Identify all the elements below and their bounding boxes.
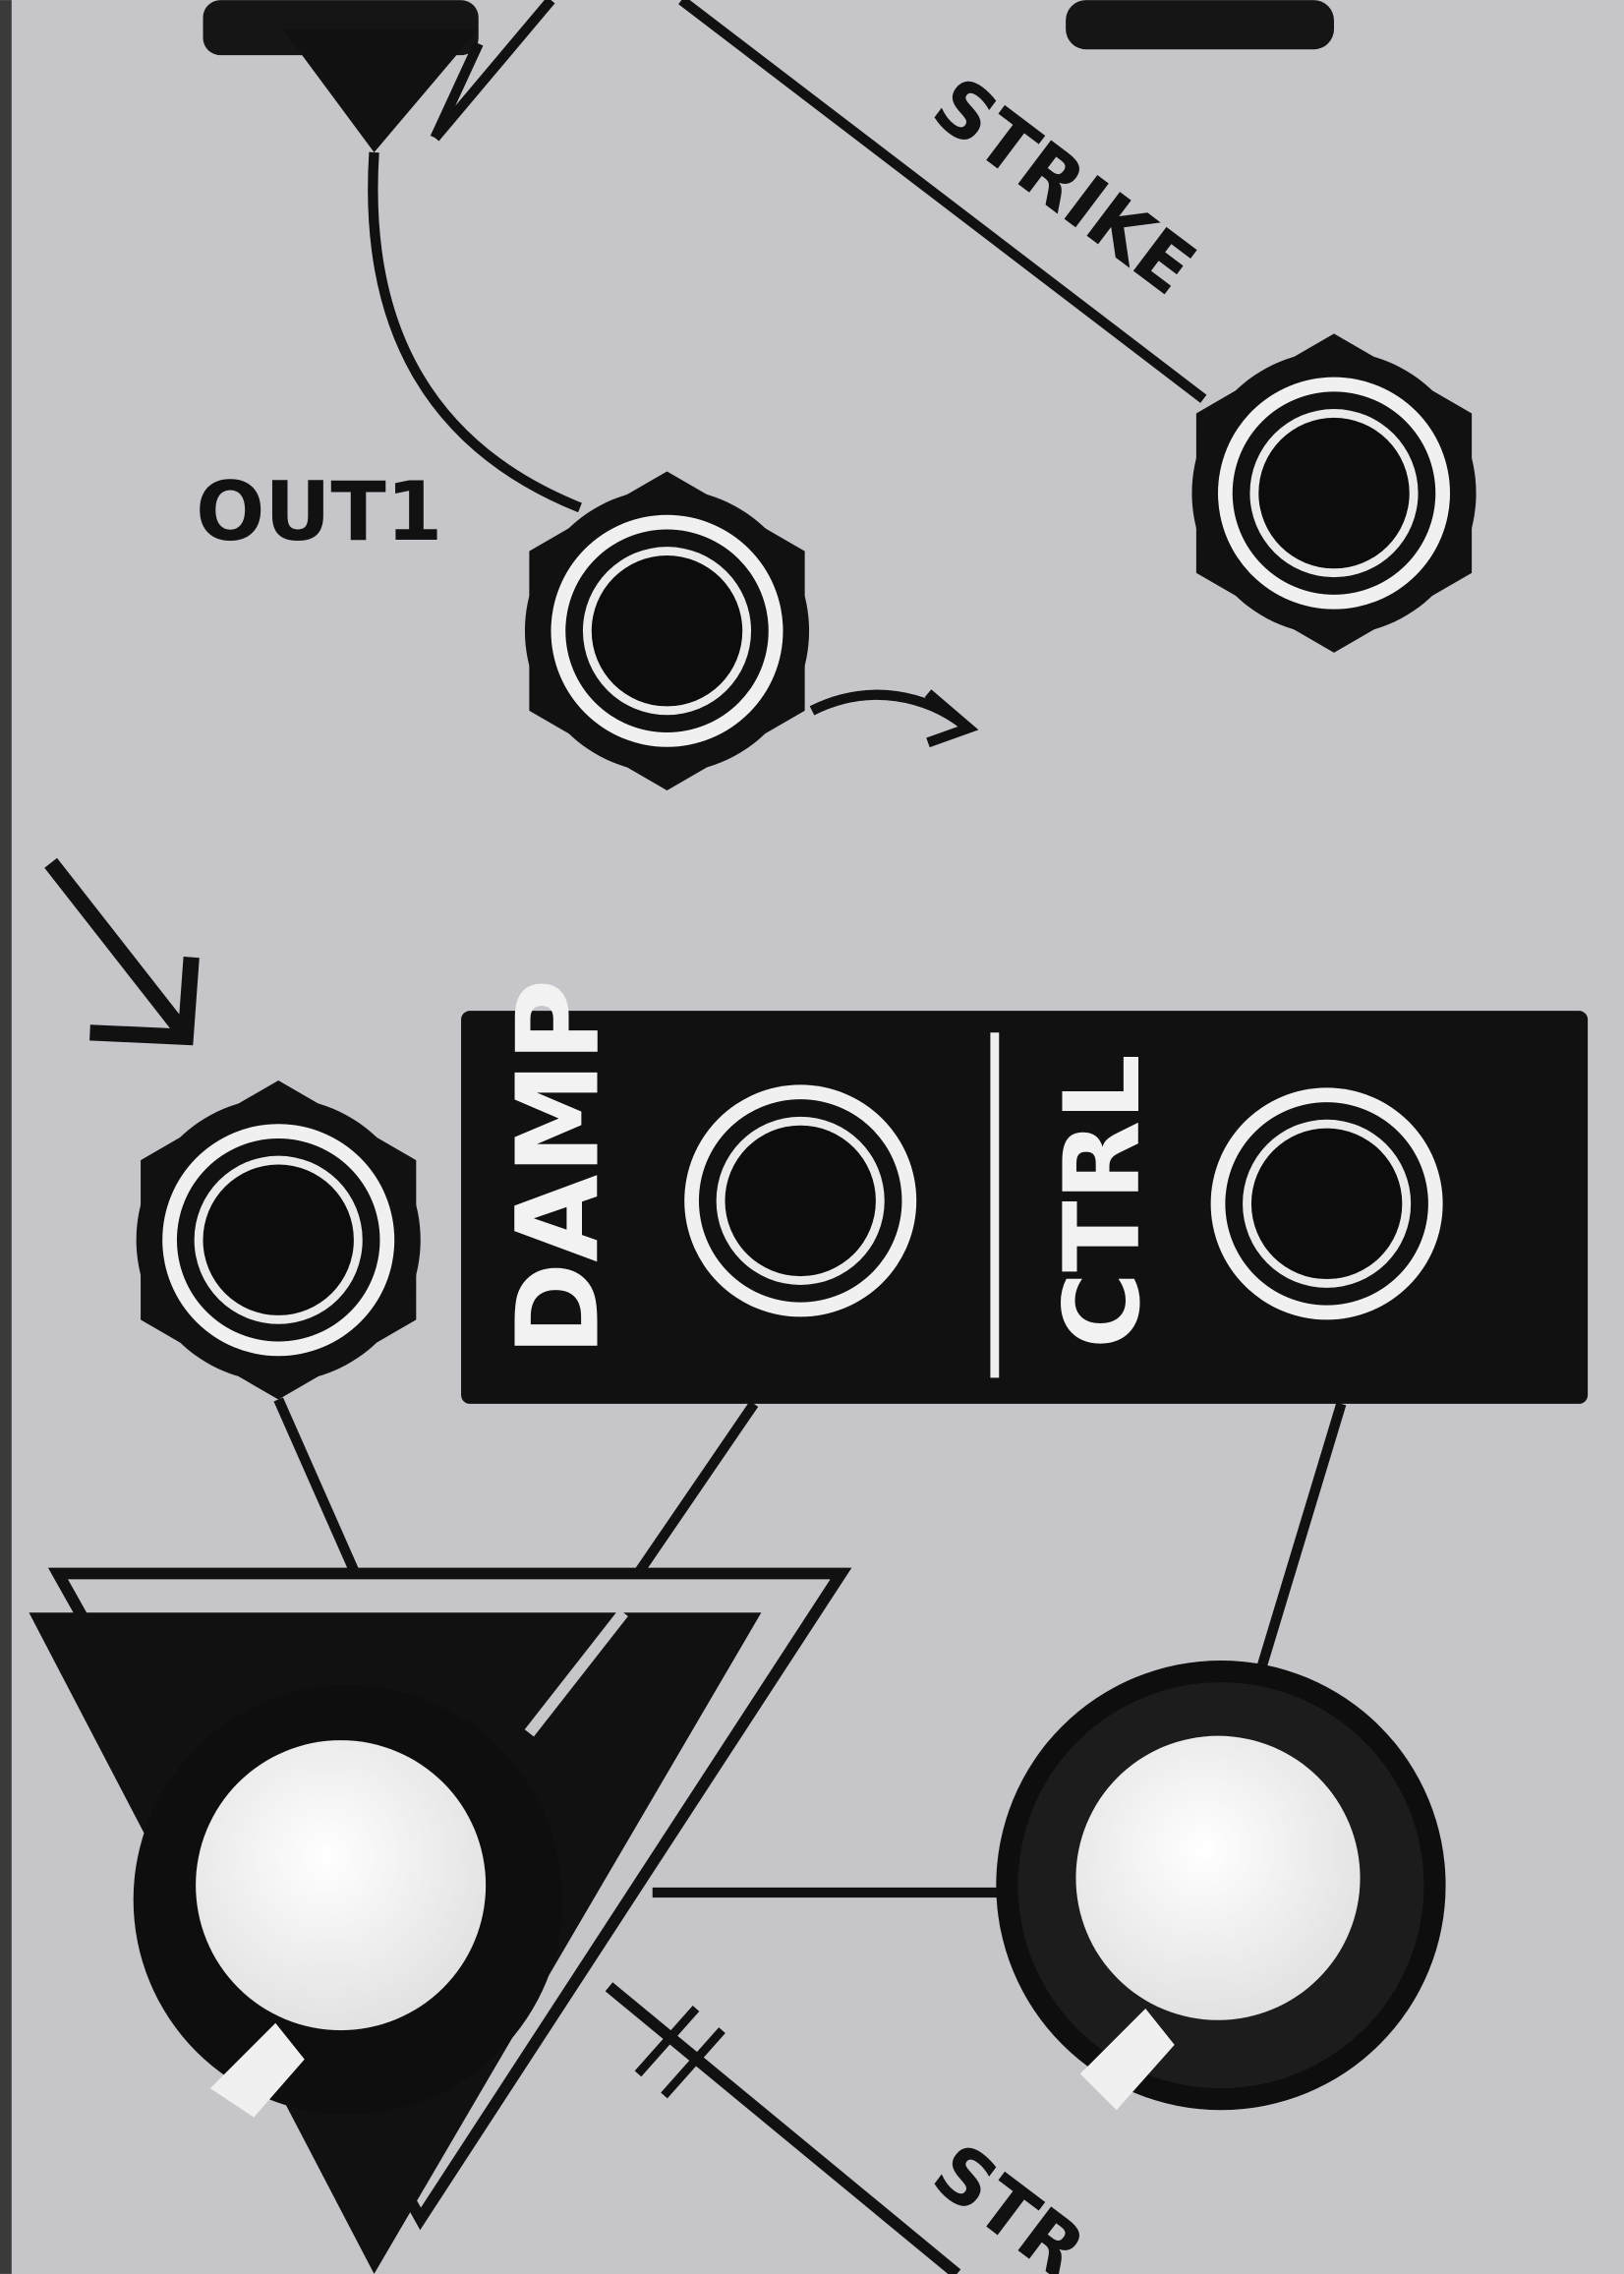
input-arrow-icon — [44, 857, 188, 1035]
strike-line — [678, 0, 1207, 403]
top-right-knob[interactable] — [1066, 0, 1334, 50]
top-triangle-filled — [282, 29, 479, 152]
ctrl-label: CTRL — [1042, 1054, 1164, 1349]
out1-curve — [368, 151, 582, 513]
damp-label: DAMP — [493, 979, 625, 1356]
damp-knob[interactable] — [133, 1685, 563, 2118]
out1-label: OUT1 — [196, 465, 442, 559]
ctrl-jack[interactable] — [1185, 1061, 1470, 1346]
ctrl-knob[interactable] — [996, 1660, 1446, 2111]
panel-edge — [0, 0, 12, 2274]
damp-jack[interactable] — [658, 1058, 943, 1343]
